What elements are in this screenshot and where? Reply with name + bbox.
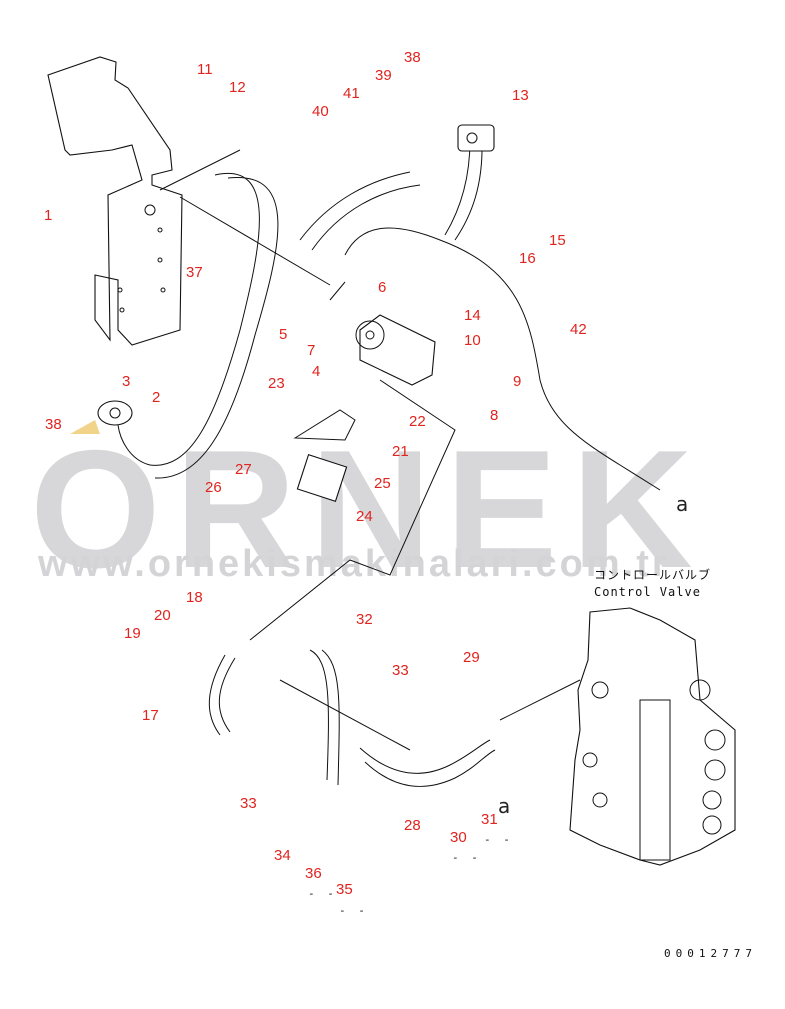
drawing-number: 00012777 [664, 947, 757, 960]
callout-10: 10 [464, 332, 481, 349]
callout-9: 9 [513, 373, 522, 390]
callout-3: 3 [122, 373, 131, 390]
callout-16: 16 [519, 250, 536, 267]
callout-26: 26 [205, 479, 222, 496]
dash-mark: - - [452, 851, 481, 864]
callout-18: 18 [186, 589, 203, 606]
control-valve-assembly [569, 607, 736, 866]
callout-8: 8 [490, 407, 499, 424]
callout-5: 5 [279, 326, 288, 343]
reference-mark-upper: a [676, 492, 689, 516]
callout-15: 15 [549, 232, 566, 249]
callout-22: 22 [409, 413, 426, 430]
callout-25: 25 [374, 475, 391, 492]
dash-mark: - - [339, 904, 368, 917]
callout-27: 27 [235, 461, 252, 478]
callout-11: 11 [197, 61, 213, 78]
callout-31: 31 [481, 811, 498, 828]
pipe-17 [208, 654, 226, 736]
callout-37: 37 [186, 264, 203, 281]
pipe-13 [444, 139, 471, 236]
hose-37 [117, 172, 260, 466]
dash-mark: - - [484, 833, 513, 846]
flange-38 [97, 400, 133, 426]
callout-19: 19 [124, 625, 141, 642]
pipe-32 [309, 649, 329, 781]
callout-2: 2 [152, 389, 161, 406]
callout-12: 12 [229, 79, 246, 96]
callout-36: 36 [305, 865, 322, 882]
reference-mark-lower: a [498, 794, 511, 818]
callout-6: 6 [378, 279, 387, 296]
callout-30: 30 [450, 829, 467, 846]
callout-35: 35 [336, 881, 353, 898]
callout-4: 4 [312, 363, 321, 380]
callout-34: 34 [274, 847, 291, 864]
watermark-brand: ORNEK [30, 415, 707, 603]
plate-24 [296, 454, 348, 502]
caption-japanese: コントロールバルブ [594, 568, 712, 582]
callout-38-lower: 38 [45, 416, 62, 433]
callout-17: 17 [142, 707, 159, 724]
callout-7: 7 [307, 342, 316, 359]
line-42 [344, 227, 661, 491]
callout-24: 24 [356, 508, 373, 525]
callout-39: 39 [375, 67, 392, 84]
watermark-url: www.ornekismakinalari.com.tr [38, 543, 670, 585]
dash-mark: - - [308, 887, 337, 900]
valve-block-4 [355, 314, 436, 386]
caption-english: Control Valve [594, 585, 701, 599]
pipe-28 [359, 739, 491, 774]
callout-32: 32 [356, 611, 373, 628]
callout-41: 41 [343, 85, 360, 102]
callout-28: 28 [404, 817, 421, 834]
callout-23: 23 [268, 375, 285, 392]
callout-13: 13 [512, 87, 529, 104]
callout-1: 1 [44, 207, 53, 224]
callout-21: 21 [392, 443, 409, 460]
callout-14: 14 [464, 307, 481, 324]
callout-29: 29 [463, 649, 480, 666]
callout-38: 38 [404, 49, 421, 66]
callout-20: 20 [154, 607, 171, 624]
callout-33: 33 [392, 662, 409, 679]
bracket-part [47, 56, 183, 346]
callout-40: 40 [312, 103, 329, 120]
callout-33-lower: 33 [240, 795, 257, 812]
callout-42: 42 [570, 321, 587, 338]
